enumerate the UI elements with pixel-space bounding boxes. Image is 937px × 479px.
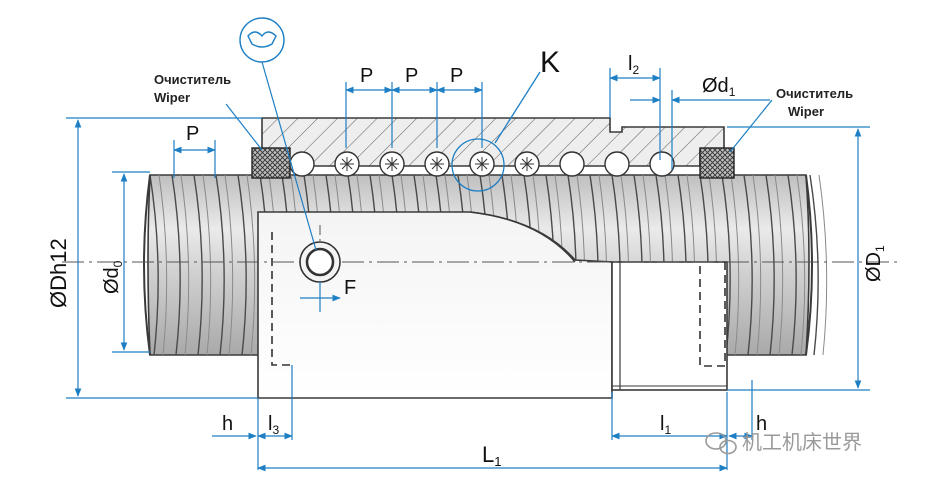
wiper-left-label-en: Wiper [154, 90, 190, 105]
dim-F: F [344, 277, 356, 299]
ball-center-mark [385, 157, 399, 171]
lubrication-port [299, 241, 341, 283]
thread-line [787, 174, 797, 356]
thread-line [149, 174, 159, 356]
ball-center-mark [520, 157, 534, 171]
ball-center-mark [475, 157, 489, 171]
ball [649, 151, 675, 177]
dimension-lines [66, 68, 870, 472]
thread-line [237, 174, 247, 356]
thread-line [809, 174, 819, 356]
dim-h-right: h [756, 413, 767, 435]
thread-line [215, 174, 225, 356]
dim-D1: ØD1 [863, 245, 887, 282]
thread-line [246, 174, 256, 356]
thread-line [180, 174, 190, 356]
wiper-right-label-ru: Очиститель [776, 86, 853, 101]
thread-line [202, 174, 212, 356]
dim-d1: Ød1 [702, 75, 736, 99]
dim-h-left: h [222, 413, 233, 435]
thread-line [721, 174, 731, 356]
wiper-left [251, 147, 291, 179]
balls [289, 151, 675, 177]
ball-center-mark [340, 157, 354, 171]
detail-k-label: K [540, 46, 560, 79]
thread-line [752, 174, 762, 356]
thread-line [774, 174, 784, 356]
ball-center-mark [430, 157, 444, 171]
thread-line [224, 174, 234, 356]
dim-L1: L1 [482, 442, 501, 469]
dim-pitch-1: P [360, 65, 373, 87]
dim-l3: l3 [268, 413, 279, 437]
thread-line [743, 174, 753, 356]
ball [604, 151, 630, 177]
wiper-left-label-ru: Очиститель [154, 72, 231, 87]
nut-section-hatched [261, 117, 725, 167]
dim-dh12: ØDh12 [46, 238, 71, 308]
wiper-right [699, 147, 735, 179]
dim-l2: l2 [628, 53, 639, 77]
nut-body [257, 211, 728, 399]
thread-line [193, 174, 203, 356]
thread-line [765, 174, 775, 356]
detail-k-circle [451, 138, 505, 192]
thread-line [818, 174, 828, 356]
watermark-text: 机工机床世界 [742, 430, 862, 454]
thread-line [171, 174, 181, 356]
wechat-icon [705, 432, 737, 455]
ball [289, 151, 315, 177]
watermark: 机工机床世界 [705, 430, 862, 455]
thread-line [158, 174, 168, 356]
ball [559, 151, 585, 177]
wiper-right-label-en: Wiper [788, 104, 824, 119]
lubrication-fitting-icon [239, 17, 317, 251]
thread-line [730, 174, 740, 356]
thread-line [796, 174, 806, 356]
dim-pitch-2: P [405, 65, 418, 87]
dim-l1: l1 [660, 413, 671, 437]
dim-pitch-3: P [450, 65, 463, 87]
dim-d0: Ød0 [101, 260, 125, 294]
dim-pitch-left: P [186, 123, 199, 145]
